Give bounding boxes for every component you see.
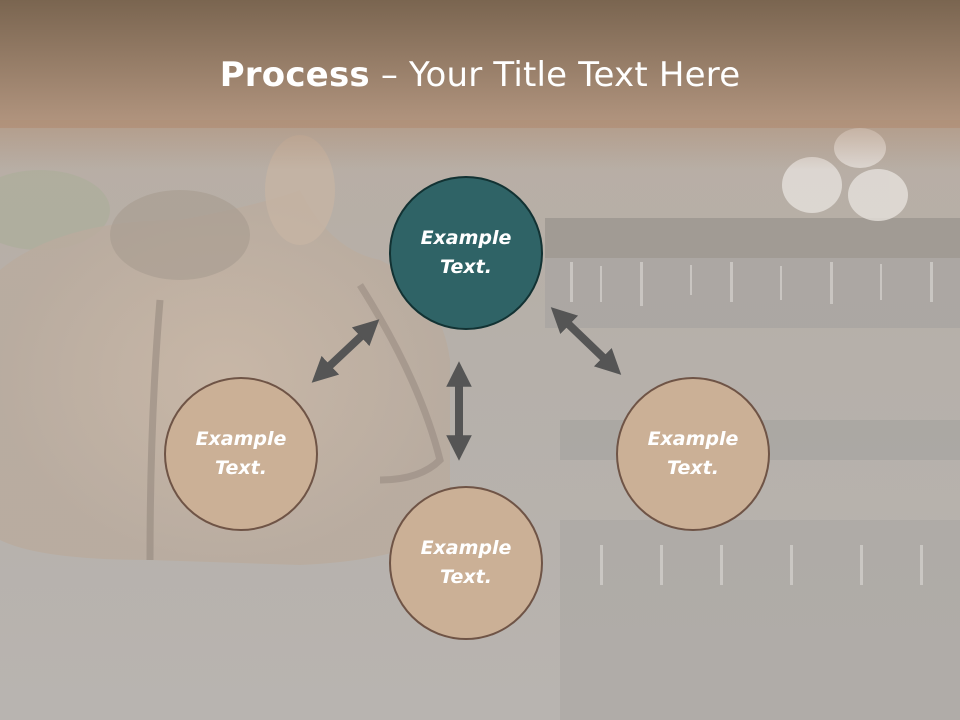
title-bold: Process [219, 55, 370, 95]
title-rest: – Your Title Text Here [369, 55, 741, 95]
node-label: Example Text. [195, 428, 287, 479]
node-label: Example Text. [420, 227, 512, 278]
arrow-center-right [550, 307, 622, 375]
process-node-center[interactable]: Example Text. [389, 176, 543, 330]
node-label: Example Text. [647, 428, 739, 479]
slide-title: Process – Your Title Text Here [0, 52, 960, 98]
arrow-center-left [311, 319, 380, 383]
process-node-bottom[interactable]: Example Text. [389, 486, 543, 640]
process-node-right[interactable]: Example Text. [616, 377, 770, 531]
node-label: Example Text. [420, 537, 512, 588]
process-node-left[interactable]: Example Text. [164, 377, 318, 531]
